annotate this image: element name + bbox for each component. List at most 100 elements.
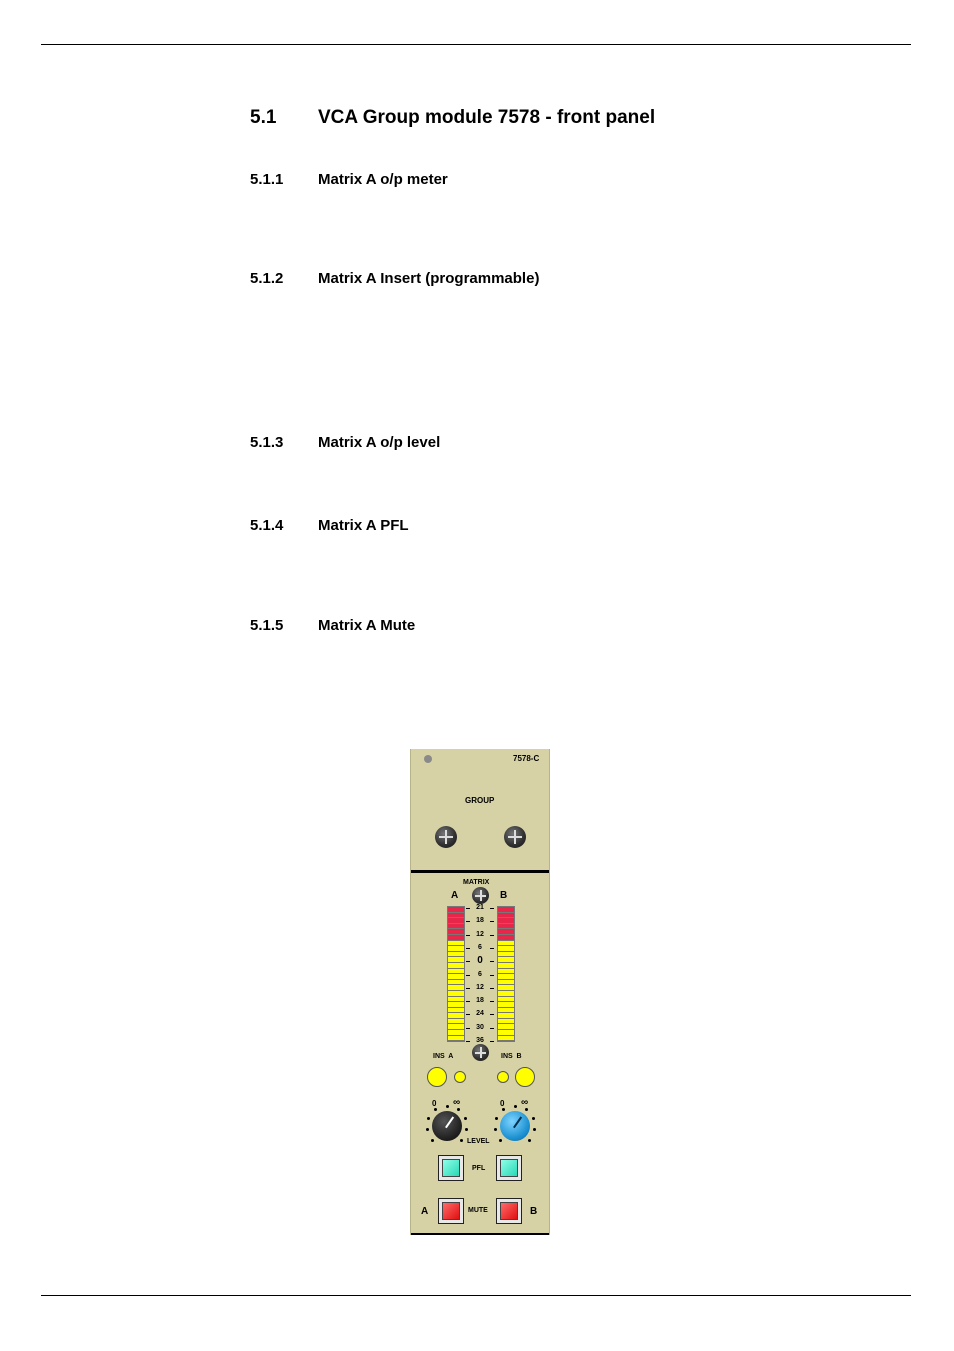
meter-segment xyxy=(448,912,464,919)
meter-segment xyxy=(448,951,464,958)
scale-tick xyxy=(466,1001,470,1003)
ins-a-button[interactable] xyxy=(427,1067,447,1087)
scale-label: 6 xyxy=(478,970,482,978)
scale-label: 36 xyxy=(476,1037,484,1044)
pfl-a-button[interactable] xyxy=(438,1155,464,1181)
knob-b-zero-label: 0 xyxy=(500,1099,505,1108)
knob-a-inf-label: ∞ xyxy=(453,1097,461,1108)
dial-dot xyxy=(463,1116,467,1120)
meter-segment xyxy=(448,974,464,980)
dial-dot xyxy=(533,1128,537,1132)
level-label: LEVEL xyxy=(467,1138,490,1145)
panel-bottom-edge xyxy=(411,1233,549,1235)
scale-tick xyxy=(490,908,494,909)
scale-tick xyxy=(466,1014,470,1016)
subsection-title: Matrix A Insert (programmable) xyxy=(318,270,540,287)
meter-a-label: A xyxy=(451,890,459,901)
mute-b-label: B xyxy=(530,1206,538,1217)
dial-dot xyxy=(465,1128,469,1132)
scale-label: 24 xyxy=(476,1010,484,1018)
section-heading: 5.1 VCA Group module 7578 - front panel xyxy=(250,107,655,129)
scale-tick xyxy=(490,1014,494,1016)
meter-segment xyxy=(498,968,514,975)
pfl-label: PFL xyxy=(472,1165,486,1172)
subsection-number: 5.1.1 xyxy=(250,171,284,188)
ins-b-label: INS B xyxy=(501,1053,522,1060)
meter-segment xyxy=(498,957,514,963)
meter-segment xyxy=(498,923,514,930)
meter-segment xyxy=(498,1030,514,1036)
ins-b-button[interactable] xyxy=(515,1067,535,1087)
level-a-knob[interactable] xyxy=(432,1111,462,1141)
meter-segment xyxy=(448,990,464,997)
mute-a-button[interactable] xyxy=(438,1198,464,1224)
pfl-b-button[interactable] xyxy=(496,1155,522,1181)
scale-tick xyxy=(466,987,470,989)
meter-segment xyxy=(498,1013,514,1019)
meter-segment xyxy=(498,979,514,986)
level-b-knob[interactable] xyxy=(500,1111,530,1141)
meter-segment xyxy=(448,1007,464,1014)
meter-segment xyxy=(498,996,514,1003)
meter-segment xyxy=(498,985,514,991)
scale-tick xyxy=(490,1027,494,1029)
meter-segment xyxy=(498,907,514,913)
matrix-label: MATRIX xyxy=(463,879,490,886)
matrix-jack-icon xyxy=(472,887,489,904)
meter-b-label: B xyxy=(500,890,508,901)
subsection-title: Matrix A o/p meter xyxy=(318,171,448,188)
group-label: GROUP xyxy=(465,796,495,805)
scale-label: 0 xyxy=(477,955,483,967)
panel-screw-icon xyxy=(424,755,432,763)
meter-segment xyxy=(448,1002,464,1008)
meter-segment xyxy=(448,979,464,986)
dial-dot xyxy=(493,1128,497,1132)
scale-label: 6 xyxy=(478,943,482,951)
dial-dot xyxy=(499,1138,503,1142)
dial-dot xyxy=(459,1138,463,1142)
scale-tick xyxy=(490,934,494,936)
subsection-number: 5.1.5 xyxy=(250,617,284,634)
section-title: VCA Group module 7578 - front panel xyxy=(318,107,656,128)
dial-dot xyxy=(445,1104,449,1108)
ins-b-led xyxy=(497,1071,509,1083)
meter-segment xyxy=(498,1002,514,1008)
meter-segment xyxy=(498,940,514,947)
model-label: 7578-C xyxy=(513,754,540,763)
meter-segment xyxy=(498,1035,514,1042)
meter-segment xyxy=(448,996,464,1003)
bottom-rule xyxy=(41,1295,911,1296)
dial-dot xyxy=(531,1116,535,1120)
scale-tick xyxy=(490,987,494,989)
meter-segment xyxy=(448,985,464,991)
meter-segment xyxy=(448,962,464,969)
meter-segment xyxy=(448,1013,464,1019)
subsection-number: 5.1.3 xyxy=(250,434,284,451)
mute-b-button[interactable] xyxy=(496,1198,522,1224)
subsection-number: 5.1.4 xyxy=(250,517,284,534)
meter-segment xyxy=(498,929,514,935)
meter-segment xyxy=(498,934,514,941)
scale-tick xyxy=(490,961,494,963)
meter-segment xyxy=(498,918,514,924)
meter-segment xyxy=(498,912,514,919)
scale-tick xyxy=(466,1027,470,1029)
dial-dot xyxy=(502,1107,506,1111)
scale-tick xyxy=(490,974,494,976)
meter-segment xyxy=(448,929,464,935)
panel-divider xyxy=(411,870,549,873)
meter-segment xyxy=(448,923,464,930)
ins-a-led xyxy=(454,1071,466,1083)
meter-segment xyxy=(448,940,464,947)
meter-segment xyxy=(498,1018,514,1025)
section-number: 5.1 xyxy=(250,107,277,128)
group-jack-a-icon xyxy=(435,826,457,848)
ins-jack-icon xyxy=(472,1044,489,1061)
meter-segment xyxy=(448,918,464,924)
group-jack-b-icon xyxy=(504,826,526,848)
scale-tick xyxy=(466,974,470,976)
dial-dot xyxy=(427,1116,431,1120)
meter-segment xyxy=(448,968,464,975)
